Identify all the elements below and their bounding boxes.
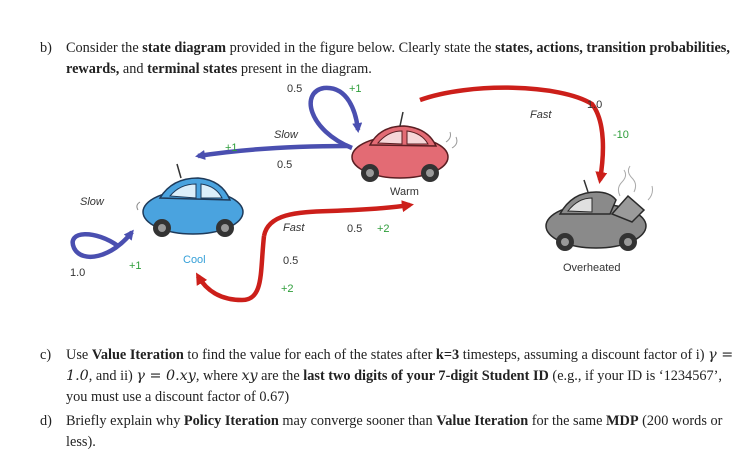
overheated-state-label: Overheated xyxy=(563,262,620,274)
warm-fast-to-overheated-arrow xyxy=(420,88,603,180)
action-slow-warm-label: Slow xyxy=(274,129,299,141)
action-fast-warm-label: Fast xyxy=(530,109,552,121)
text: are the xyxy=(258,368,304,384)
bold-text: last two digits of your 7-digit Student … xyxy=(303,368,549,384)
text: Use xyxy=(66,347,92,363)
question-c: c) Use Value Iteration to find the value… xyxy=(40,345,740,409)
cool-slow-reward: +1 xyxy=(129,260,142,272)
warm-fast-prob: 1.0 xyxy=(587,99,602,111)
action-slow-cool-label: Slow xyxy=(80,196,105,208)
warm-slow-self-loop-arrow xyxy=(311,88,358,148)
math: xy xyxy=(241,368,257,384)
text: timesteps, assuming a discount factor of… xyxy=(459,347,708,363)
warm-slow-reward-self: +1 xyxy=(349,83,362,95)
warm-car-icon xyxy=(352,112,457,182)
text: for the same xyxy=(528,413,606,429)
text: to find the value for each of the states… xyxy=(184,347,436,363)
cool-fast-prob-back: 0.5 xyxy=(283,255,298,267)
warm-fast-reward: -10 xyxy=(613,129,629,141)
bold-text: k=3 xyxy=(436,347,459,363)
text: Briefly explain why xyxy=(66,413,184,429)
warm-slow-prob-self: 0.5 xyxy=(287,83,302,95)
text: , where xyxy=(196,368,242,384)
cool-fast-prob-warm: 0.5 xyxy=(347,223,362,235)
action-fast-cool-label: Fast xyxy=(283,222,305,234)
warm-slow-to-cool-arrow xyxy=(198,146,348,156)
question-c-text: Use Value Iteration to find the value fo… xyxy=(66,345,736,408)
math: γ = 0.xy xyxy=(136,368,195,384)
warm-state-label: Warm xyxy=(390,186,419,198)
cool-state-label: Cool xyxy=(183,254,206,266)
question-d: d) Briefly explain why Policy Iteration … xyxy=(40,411,740,455)
bold-text: Value Iteration xyxy=(436,413,528,429)
cool-fast-reward-warm: +2 xyxy=(377,223,390,235)
warm-slow-reward-cool: +1 xyxy=(225,142,238,154)
question-c-label: c) xyxy=(40,345,51,366)
cool-fast-reward-back: +2 xyxy=(281,283,294,295)
text: , and ii) xyxy=(89,368,137,384)
cool-car-icon xyxy=(137,164,243,237)
warm-slow-prob-cool: 0.5 xyxy=(277,159,292,171)
bold-text: MDP xyxy=(606,413,639,429)
text: may converge sooner than xyxy=(279,413,436,429)
bold-text: Value Iteration xyxy=(92,347,184,363)
cool-fast-self-loop-arrow xyxy=(198,236,264,300)
cool-slow-self-loop-arrow xyxy=(73,232,132,257)
question-d-text: Briefly explain why Policy Iteration may… xyxy=(66,411,736,453)
question-d-label: d) xyxy=(40,411,52,432)
cool-slow-prob: 1.0 xyxy=(70,267,85,279)
bold-text: Policy Iteration xyxy=(184,413,279,429)
